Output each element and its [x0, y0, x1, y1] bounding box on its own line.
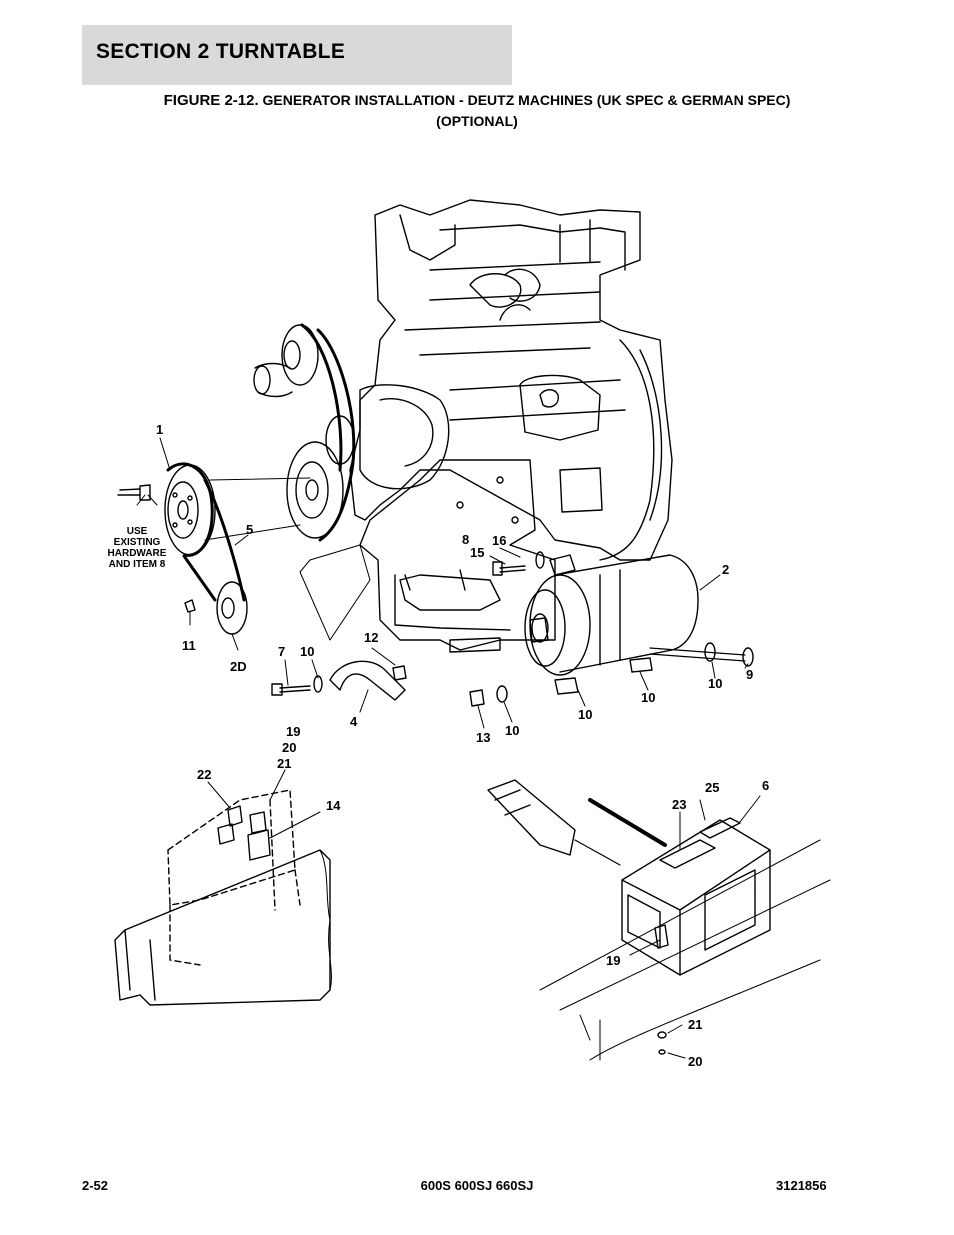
callout-20-b: 20 [688, 1054, 702, 1069]
note-use: USE [127, 526, 148, 537]
pulley-assembly [117, 462, 311, 635]
callout-22: 22 [197, 767, 211, 782]
hardware [271, 544, 545, 707]
leader-lines [136, 437, 761, 1059]
callout-11: 11 [182, 638, 196, 653]
inset-junction-box [487, 779, 831, 1061]
callout-10-e: 10 [505, 723, 519, 738]
figure-title: FIGURE 2-12. GENERATOR INSTALLATION - DE… [0, 92, 954, 109]
callout-12: 12 [364, 630, 378, 645]
callout-2d: 2D [230, 659, 247, 674]
callout-9: 9 [746, 667, 753, 682]
callout-21-a: 21 [277, 756, 291, 771]
callout-labels: 1 5 USE EXISTING HARDWARE AND ITEM 8 11 … [108, 422, 770, 1069]
section-title: SECTION 2 TURNTABLE [96, 40, 346, 63]
callout-15: 15 [470, 545, 484, 560]
callout-19-b: 19 [606, 953, 620, 968]
callout-10-d: 10 [578, 707, 592, 722]
document-number: 3121856 [776, 1178, 827, 1193]
callout-14: 14 [326, 798, 341, 813]
callout-7: 7 [278, 644, 285, 659]
front-pulleys [253, 323, 450, 542]
callout-10-a: 10 [300, 644, 314, 659]
callout-21-b: 21 [688, 1017, 702, 1032]
callout-10-b: 10 [708, 676, 722, 691]
callout-1: 1 [156, 422, 163, 437]
figure-title-text: GENERATOR INSTALLATION - DEUTZ MACHINES … [262, 92, 791, 108]
mounting-bracket [359, 459, 556, 653]
callout-13: 13 [476, 730, 490, 745]
page-number: 2-52 [82, 1178, 109, 1193]
callout-2: 2 [722, 562, 729, 577]
callout-16: 16 [492, 533, 506, 548]
callout-25: 25 [705, 780, 719, 795]
generator [524, 554, 754, 695]
figure-label: FIGURE 2-12. [163, 92, 259, 109]
section-banner [82, 25, 512, 85]
callout-5: 5 [246, 522, 253, 537]
callout-4: 4 [350, 714, 358, 729]
callout-6: 6 [762, 778, 769, 793]
figure-title-optional: (OPTIONAL) [436, 113, 518, 129]
inset-chassis-left [114, 789, 332, 1006]
callout-19-a: 19 [286, 724, 300, 739]
model-numbers: 600S 600SJ 660SJ [420, 1178, 534, 1193]
callout-8: 8 [462, 532, 469, 547]
note-item-8: AND ITEM 8 [109, 559, 166, 570]
callout-23: 23 [672, 797, 686, 812]
callout-20-a: 20 [282, 740, 296, 755]
callout-10-c: 10 [641, 690, 655, 705]
engine-block [349, 199, 673, 561]
note-hardware: HARDWARE [108, 548, 167, 559]
note-existing: EXISTING [114, 537, 161, 548]
